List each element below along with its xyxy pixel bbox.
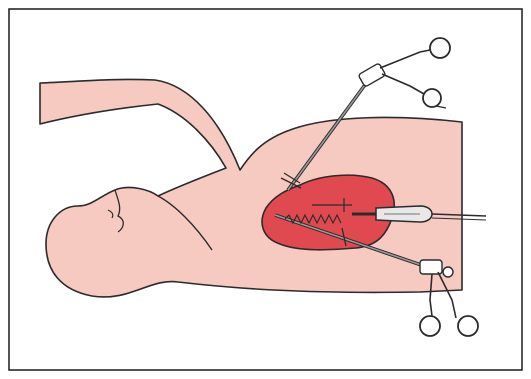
surgical-illustration xyxy=(0,0,531,379)
figure-frame xyxy=(0,0,531,379)
